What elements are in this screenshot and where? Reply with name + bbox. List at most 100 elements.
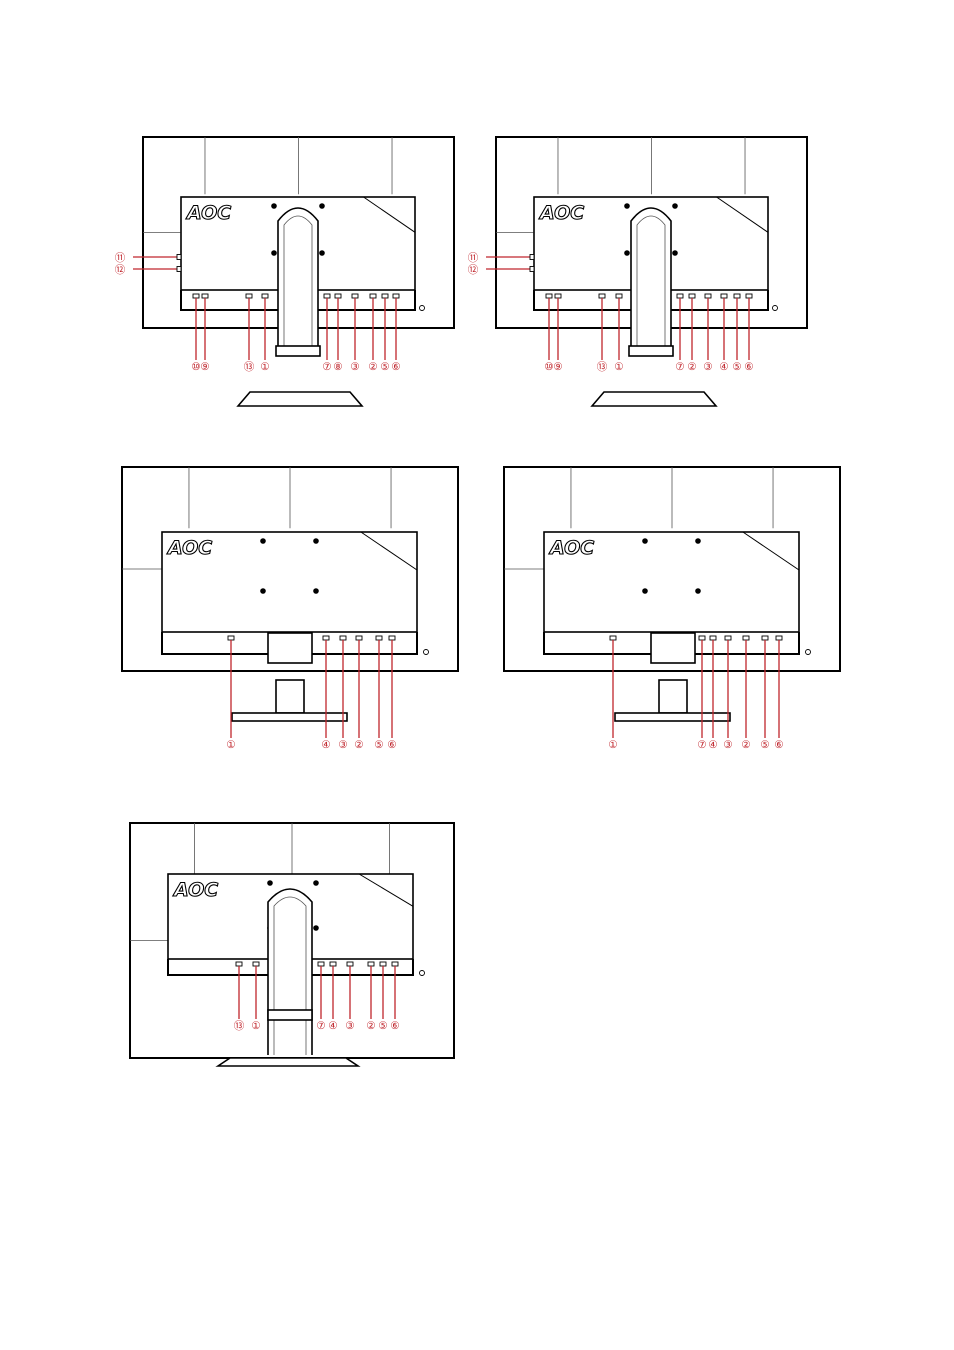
cable-clip [275, 345, 321, 357]
vesa-hole [271, 250, 277, 256]
stand-neck-inner [283, 215, 313, 347]
vesa-hole [695, 538, 701, 544]
brand-logo: AOC [172, 879, 218, 901]
callout-label: ③ [338, 739, 348, 751]
callout-label: ⑦ [316, 1020, 326, 1032]
stand-neck-inner [273, 896, 307, 1055]
port-5 [375, 635, 383, 641]
side-port [176, 254, 182, 260]
callout-label: ⑩ [544, 361, 554, 373]
stand-base [590, 391, 718, 407]
side-callout-label: ⑪ [115, 252, 126, 264]
stand-hinge [650, 632, 696, 664]
callout-label: ⑬ [597, 361, 608, 373]
callout-label: ② [366, 1020, 376, 1032]
port-1 [609, 635, 617, 641]
port-5 [323, 293, 331, 299]
port-8 [720, 293, 728, 299]
stand-base [215, 1057, 361, 1067]
port-4 [724, 635, 732, 641]
callout-label: ⑤ [378, 1020, 388, 1032]
callout-label: ④ [328, 1020, 338, 1032]
lock-slot [419, 970, 425, 976]
callout-label: ⑤ [732, 361, 742, 373]
callout-label: ⑬ [234, 1020, 245, 1032]
port-5 [742, 635, 750, 641]
port-3 [709, 635, 717, 641]
port-8 [369, 293, 377, 299]
port-6 [688, 293, 696, 299]
port-2 [554, 293, 562, 299]
vesa-hole [642, 588, 648, 594]
stand-neck-inner [636, 215, 666, 347]
port-2 [201, 293, 209, 299]
port-6 [367, 961, 375, 967]
callout-label: ② [741, 739, 751, 751]
callout-label: ① [251, 1020, 261, 1032]
port-9 [381, 293, 389, 299]
callout-label: ⑧ [333, 361, 343, 373]
port-7 [379, 961, 387, 967]
port-8 [391, 961, 399, 967]
callout-label: ② [368, 361, 378, 373]
callout-label: ⑦ [675, 361, 685, 373]
vesa-hole [624, 250, 630, 256]
stand-neck [275, 679, 305, 714]
port-10 [392, 293, 400, 299]
vesa-hole [267, 880, 273, 886]
port-7 [351, 293, 359, 299]
lock-slot [772, 305, 778, 311]
port-2 [698, 635, 706, 641]
side-callout-label: ⑫ [468, 264, 479, 276]
port-4 [329, 961, 337, 967]
vesa-hole [313, 880, 319, 886]
callout-label: ④ [321, 739, 331, 751]
vesa-hole [695, 588, 701, 594]
port-6 [334, 293, 342, 299]
callout-label: ⑬ [244, 361, 255, 373]
port-6 [761, 635, 769, 641]
port-5 [676, 293, 684, 299]
vesa-hole [260, 588, 266, 594]
stand-neck [277, 207, 319, 347]
vesa-hole [672, 250, 678, 256]
side-port [529, 254, 535, 260]
callout-label: ① [260, 361, 270, 373]
port-1 [545, 293, 553, 299]
callout-label: ⑥ [744, 361, 754, 373]
callout-label: ④ [708, 739, 718, 751]
stand-base [231, 712, 348, 722]
vesa-hole [672, 203, 678, 209]
side-callout-label: ⑪ [468, 252, 479, 264]
cable-clip [628, 345, 674, 357]
callout-label: ⑤ [760, 739, 770, 751]
port-3 [245, 293, 253, 299]
port-3 [598, 293, 606, 299]
callout-label: ⑩ [191, 361, 201, 373]
port-1 [235, 961, 243, 967]
callout-label: ⑥ [774, 739, 784, 751]
port-1 [227, 635, 235, 641]
stand-hinge [267, 632, 313, 664]
port-4 [615, 293, 623, 299]
brand-logo: AOC [166, 537, 212, 559]
callout-label: ① [226, 739, 236, 751]
side-port [529, 266, 535, 272]
callout-label: ③ [723, 739, 733, 751]
callout-label: ⑦ [322, 361, 332, 373]
callout-label: ⑥ [391, 361, 401, 373]
callout-label: ⑤ [374, 739, 384, 751]
port-2 [252, 961, 260, 967]
side-callout-label: ⑫ [115, 264, 126, 276]
panel-diagonal [358, 873, 414, 907]
lock-slot [423, 649, 429, 655]
stand-neck [658, 679, 688, 714]
rear-panel [161, 531, 418, 633]
port-10 [745, 293, 753, 299]
callout-label: ④ [719, 361, 729, 373]
callout-label: ⑨ [553, 361, 563, 373]
callout-label: ② [354, 739, 364, 751]
